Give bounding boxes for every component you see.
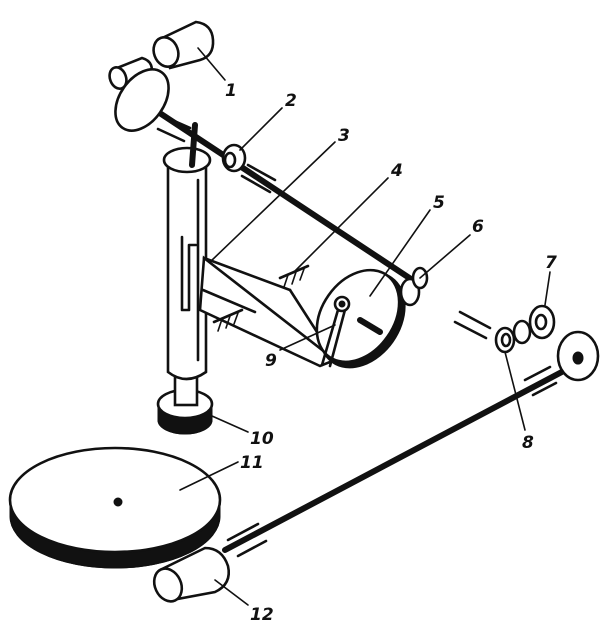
label-part-6: 6: [472, 217, 484, 237]
label-part-2: 2: [285, 91, 297, 111]
lower-shaft-disc: [556, 330, 600, 382]
label-part-12: 12: [250, 605, 274, 625]
part-4-pivot: [278, 264, 310, 288]
part-10-column: [156, 122, 214, 435]
part-3-lever: [198, 255, 338, 368]
label-part-11: 11: [240, 453, 264, 473]
part-8-gear: [494, 319, 532, 354]
part-6-gear: [399, 266, 492, 340]
label-part-5: 5: [433, 193, 445, 213]
part-2-collar: [221, 143, 247, 173]
leader-lines: [179, 47, 551, 606]
label-part-3: 3: [338, 126, 350, 146]
label-part-4: 4: [390, 161, 403, 181]
label-part-8: 8: [522, 433, 534, 453]
part-9-rod: [320, 295, 351, 368]
label-part-1: 1: [225, 81, 237, 101]
part-11-turntable: [8, 446, 222, 569]
part-1-motor: [108, 20, 423, 288]
label-part-7: 7: [545, 253, 557, 273]
part-7-gear: [528, 304, 556, 340]
label-part-9: 9: [265, 351, 277, 371]
label-part-10: 10: [250, 429, 274, 449]
